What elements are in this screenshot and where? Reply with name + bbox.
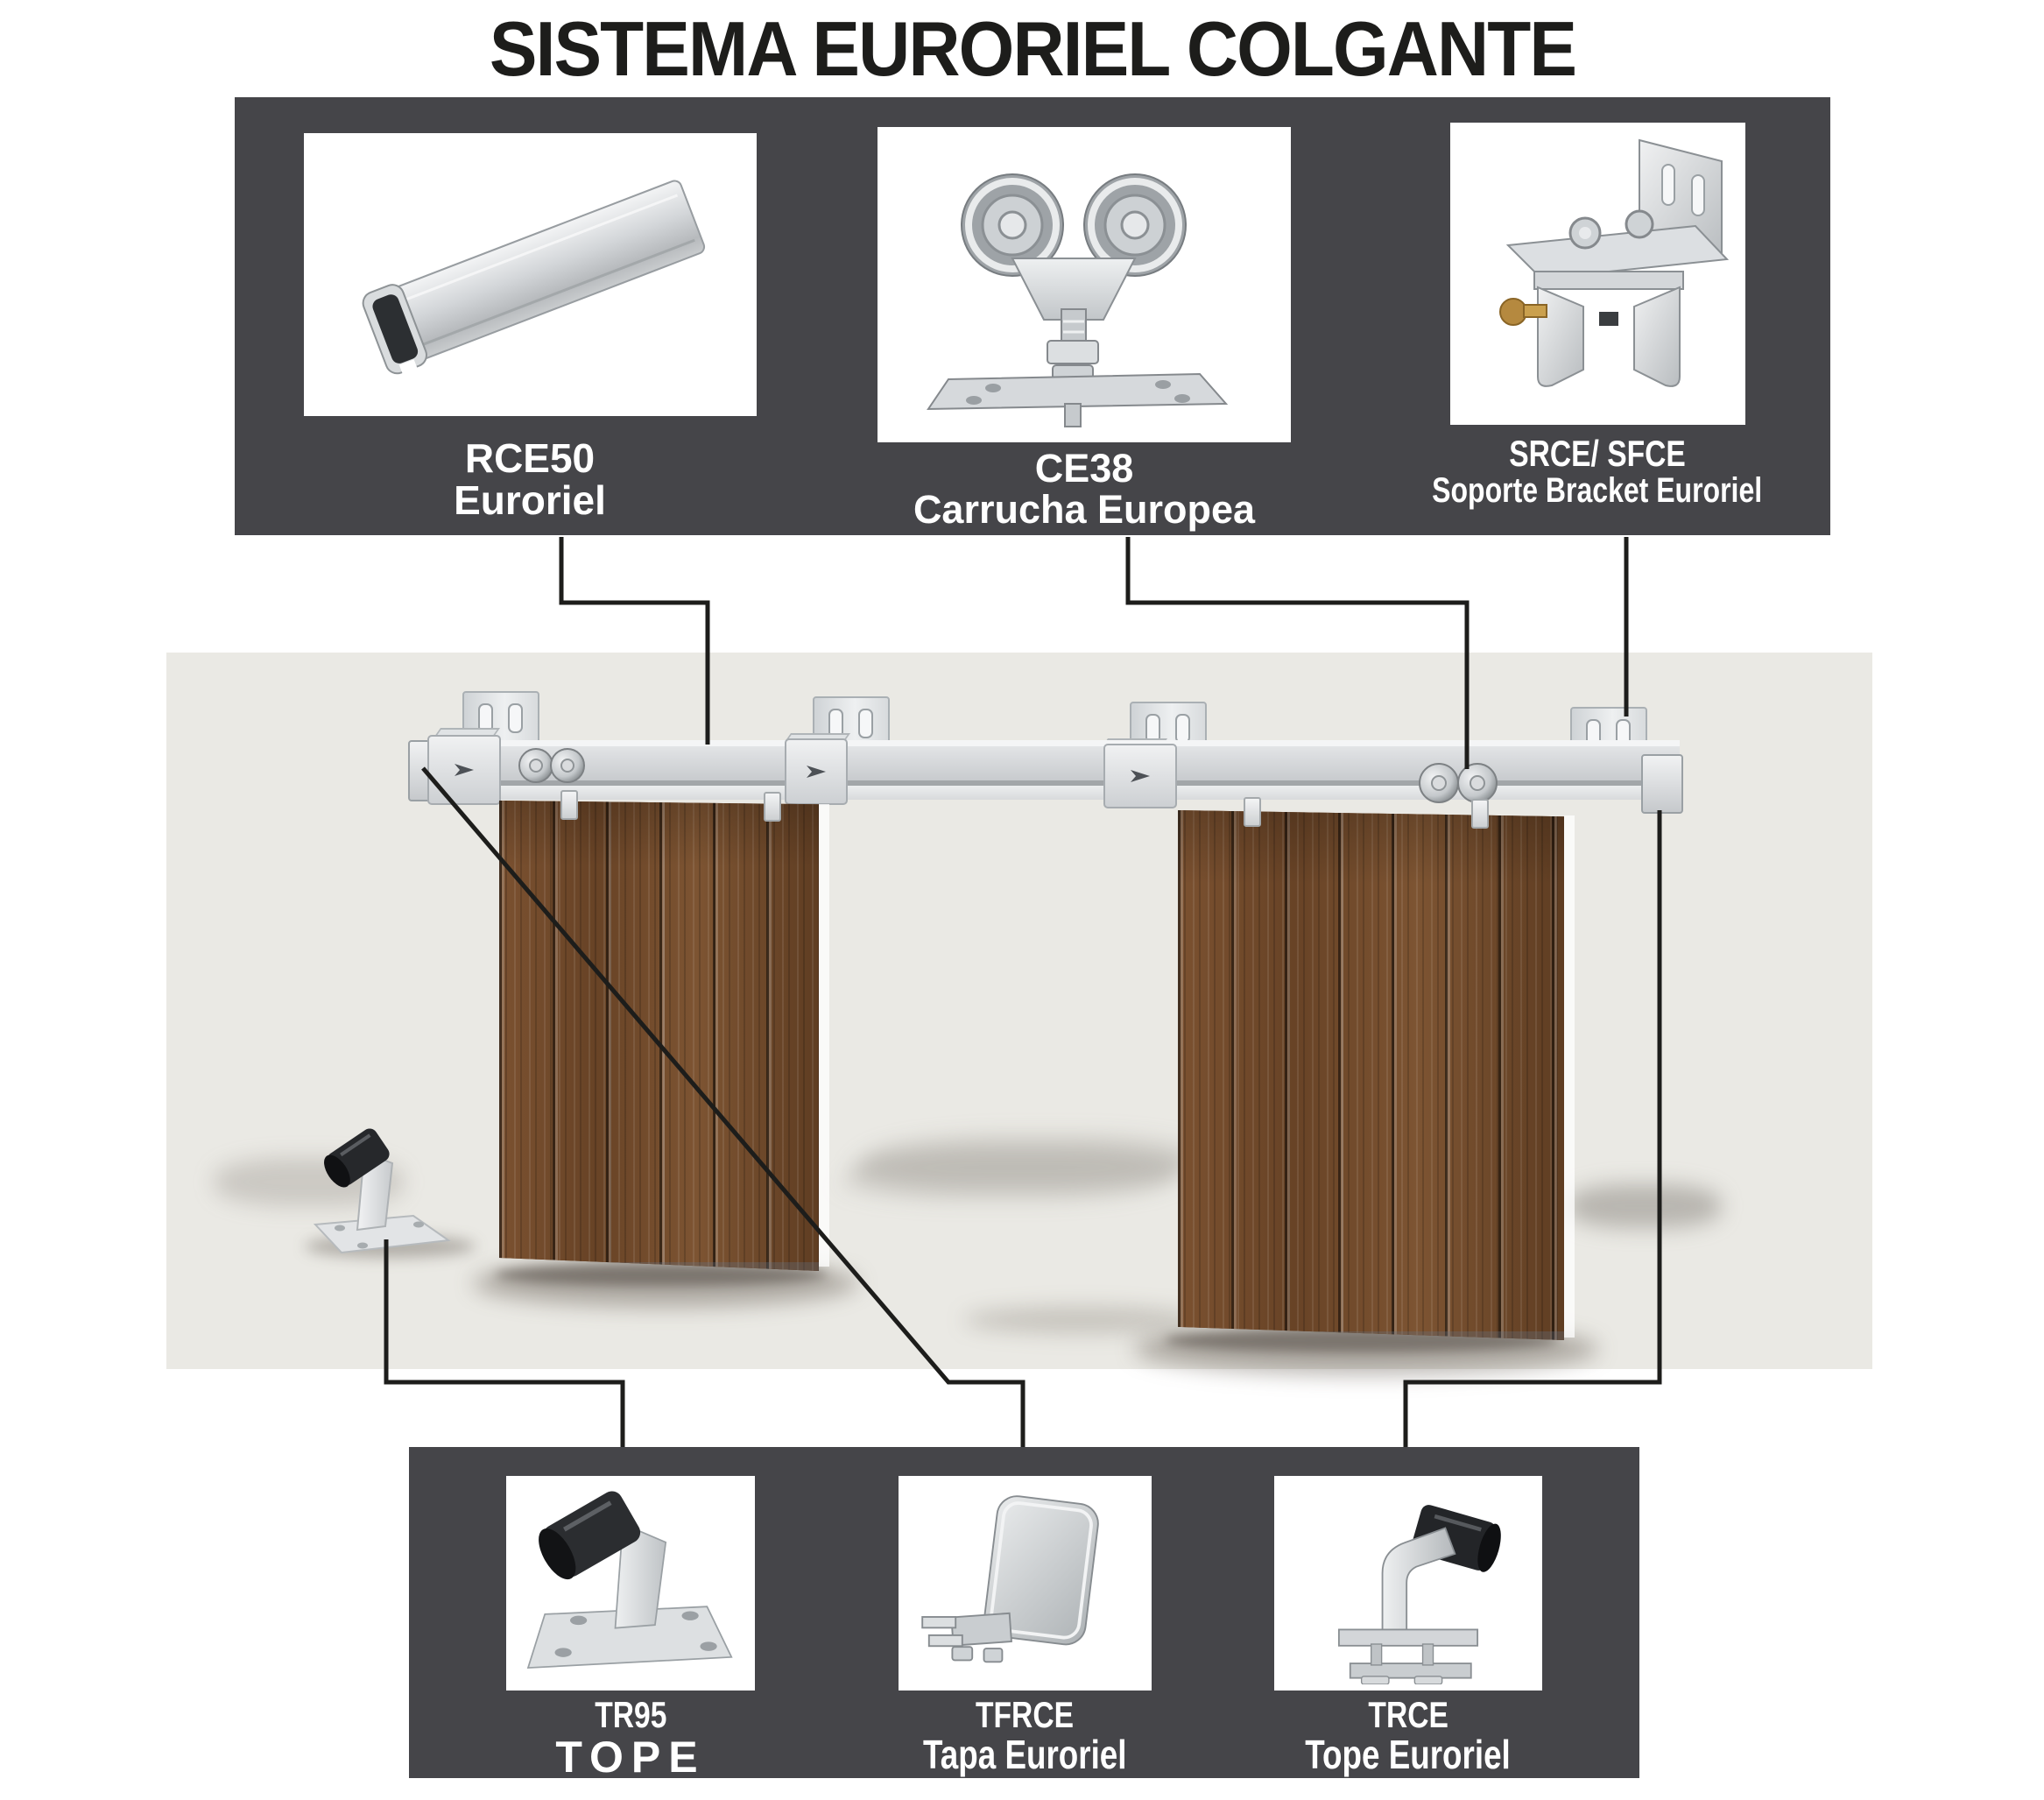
wheel-hub [1470,775,1485,791]
bracket-slot [1175,714,1190,744]
product-code: RCE50 [464,435,596,481]
rail-product-image [362,180,705,374]
door-hanger-bolt [764,792,781,822]
bracket-slot [858,709,873,738]
sliding-door-right [1178,810,1564,1340]
door-hanger-bolt [1471,799,1489,829]
floor-stop-icon [313,1128,451,1254]
wall-shadow [1568,1184,1721,1228]
product-image-box-ce38 [878,127,1291,442]
product-name: Soporte Bracket Euroriel [1432,470,1763,510]
page-title: SISTEMA EURORIEL COLGANTE [489,5,1577,92]
wheel-hub [1431,775,1447,791]
floor-stop-illustration [307,1126,460,1264]
product-name: Tope Euroriel [1305,1731,1512,1777]
floor-stop-product-image [526,1491,733,1669]
product-name: Tapa Euroriel [922,1731,1127,1777]
door-hanger-bolt [1244,797,1261,827]
door-hanger-bolt [560,790,578,820]
product-code: SRCE/ SFCE [1509,433,1686,474]
rail-stop-product-image [1337,1504,1501,1684]
end-cap-product-image [920,1494,1099,1662]
product-image-box-tfrce [899,1476,1152,1691]
product-name: Euroriel [454,476,606,523]
carrucha-wheels-icon [513,746,587,787]
product-image-box-srce [1450,123,1745,425]
product-label-tfrce: TFRCE Tapa Euroriel [849,1696,1200,1776]
product-label-srce: SRCE/ SFCE Soporte Bracket Euroriel [1387,434,1808,509]
trolley-product-image [927,173,1229,427]
product-label-ce38: CE38 Carrucha Europea [865,448,1303,531]
rail-joiner [427,735,501,805]
wheel-hub [529,759,543,773]
rail-joiner [1103,744,1177,808]
product-code: TR95 [594,1694,667,1735]
rail-joiner [785,738,848,805]
rail-top-edge [412,740,1680,746]
wheel-hub [560,759,574,773]
wall-shadow [841,1140,1200,1195]
product-image-box-tr95 [506,1476,755,1691]
product-name: TOPE [555,1732,706,1782]
product-code: CE38 [1034,446,1134,491]
product-image-box-trce [1274,1476,1542,1691]
brand-logo-icon [455,764,474,776]
door-edge-highlight [819,804,829,1267]
brand-logo-icon [807,766,826,778]
product-code: TRCE [1368,1694,1448,1735]
rail-end-cap-right [1641,754,1683,814]
door-edge-highlight [1564,815,1575,1338]
product-code: TFRCE [976,1694,1074,1735]
floor-shadow [963,1307,1200,1333]
brand-logo-icon [1131,770,1150,782]
product-image-box-rce50 [304,133,757,416]
product-label-tr95: TR95 TOPE [455,1696,806,1780]
bracket-product-image [1498,138,1729,387]
product-label-rce50: RCE50 Euroriel [311,435,749,523]
bracket-slot [508,703,523,733]
product-label-trce: TRCE Tope Euroriel [1233,1696,1583,1776]
product-name: Carrucha Europea [913,486,1256,532]
sliding-door-left [499,801,819,1271]
rail-groove [412,780,1680,786]
